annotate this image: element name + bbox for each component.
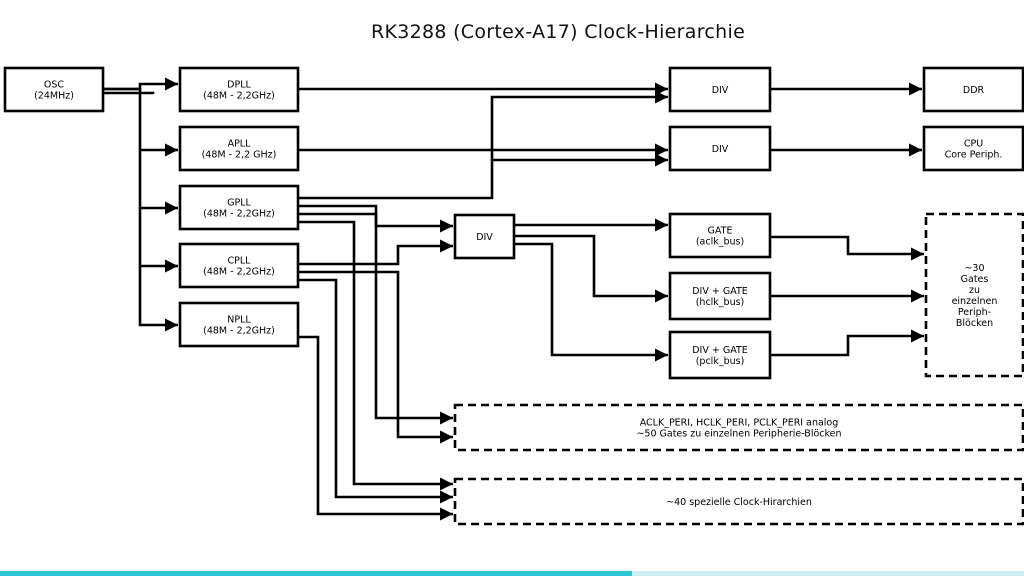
- node-gates30-label: Gates: [961, 274, 989, 285]
- node-gate-hclk-label: (hclk_bus): [696, 297, 745, 308]
- node-dpll-label: (48M - 2,2GHz): [203, 91, 275, 102]
- wire-osc-cpll: [138, 208, 178, 273]
- node-div-cpu-box: [668, 125, 772, 172]
- connections: [103, 77, 924, 521]
- node-gpll-box: [178, 184, 300, 231]
- wire-osc-pll-trunk-2: [103, 91, 155, 95]
- node-special: ~40 spezielle Clock-Hirarchien: [453, 477, 1024, 526]
- node-gate-aclk: GATE(aclk_bus): [668, 212, 772, 259]
- node-gate-pclk-label: (pclk_bus): [696, 356, 745, 367]
- node-gate-hclk-label: DIV + GATE: [692, 286, 748, 297]
- node-div-cpu-label: DIV: [712, 144, 729, 155]
- node-osc-box: [3, 66, 105, 113]
- node-apll-label: (48M - 2,2 GHz): [202, 150, 277, 161]
- node-gate-pclk-box: [668, 330, 772, 380]
- node-npll: NPLL(48M - 2,2GHz): [178, 301, 300, 348]
- node-gate-pclk: DIV + GATE(pclk_bus): [668, 330, 772, 380]
- node-gate-aclk-label: GATE: [708, 226, 733, 237]
- node-apll-label: APLL: [228, 139, 252, 150]
- node-gates30-label: Blöcken: [956, 318, 993, 329]
- node-ddr-box: [922, 66, 1024, 113]
- node-dpll-box: [178, 66, 300, 113]
- wire-gpll-div-ddr: [298, 90, 668, 200]
- node-gpll-label: GPLL: [227, 198, 251, 209]
- wire-osc-apll: [103, 87, 178, 157]
- node-ddr: DDR: [922, 66, 1024, 113]
- wire-pclk-gates30: [770, 329, 924, 357]
- clock-blocks: OSC(24MHz)DPLL(48M - 2,2GHz)APLL(48M - 2…: [3, 66, 1024, 526]
- video-progress-bar[interactable]: [0, 571, 1024, 576]
- node-special-label: ~40 spezielle Clock-Hirarchien: [666, 497, 812, 508]
- node-gates30-label: zu: [969, 285, 980, 296]
- wire-cpll-special: [298, 278, 453, 504]
- node-gpll: GPLL(48M - 2,2GHz): [178, 184, 300, 231]
- node-ddr-label: DDR: [963, 85, 985, 96]
- node-npll-box: [178, 301, 300, 348]
- node-gate-pclk-label: DIV + GATE: [692, 345, 748, 356]
- node-div-ddr-box: [668, 66, 772, 113]
- wire-div-gate-pclk: [514, 242, 668, 362]
- video-progress-fill: [0, 571, 632, 576]
- node-cpu-label: CPU: [964, 139, 983, 150]
- wire-cpll-peri: [298, 270, 453, 444]
- wire-npll-special: [298, 335, 453, 521]
- node-gates30-box: [924, 212, 1024, 378]
- node-peri-label: ACLK_PERI, HCLK_PERI, PCLK_PERI analog: [640, 418, 839, 429]
- node-cpu-box: [922, 125, 1024, 172]
- node-npll-label: NPLL: [227, 315, 251, 326]
- node-gate-aclk-label: (aclk_bus): [696, 237, 744, 248]
- node-gate-hclk: DIV + GATE(hclk_bus): [668, 271, 772, 321]
- node-peri-box: [453, 403, 1024, 452]
- node-peri: ACLK_PERI, HCLK_PERI, PCLK_PERI analog~5…: [453, 403, 1024, 452]
- diagram-title: RK3288 (Cortex-A17) Clock-Hierarchie: [371, 21, 745, 43]
- wire-gpll-special: [298, 220, 453, 491]
- wire-cpll-div-mid: [298, 239, 453, 266]
- node-div-ddr: DIV: [668, 66, 772, 113]
- node-gate-aclk-box: [668, 212, 772, 259]
- wire-gpll-peri: [298, 212, 453, 425]
- node-osc-label: (24MHz): [34, 91, 74, 102]
- node-gpll-label: (48M - 2,2GHz): [203, 209, 275, 220]
- node-special-box: [453, 477, 1024, 526]
- node-div-cpu: DIV: [668, 125, 772, 172]
- node-div-mid-box: [453, 213, 516, 260]
- node-gates30-label: einzelnen: [952, 296, 998, 307]
- wire-div-gate-hclk: [514, 234, 668, 303]
- wire-osc-npll: [138, 266, 178, 332]
- node-peri-label: ~50 Gates zu einzelnen Peripherie-Blöcke…: [636, 429, 841, 440]
- node-cpll: CPLL(48M - 2,2GHz): [178, 242, 300, 289]
- node-osc-label: OSC: [44, 80, 65, 91]
- node-cpll-label: (48M - 2,2GHz): [203, 267, 275, 278]
- node-dpll: DPLL(48M - 2,2GHz): [178, 66, 300, 113]
- node-gate-hclk-box: [668, 271, 772, 321]
- node-gates30-label: Periph-: [958, 307, 991, 318]
- node-apll: APLL(48M - 2,2 GHz): [178, 125, 300, 172]
- node-npll-label: (48M - 2,2GHz): [203, 326, 275, 337]
- node-div-mid: DIV: [453, 213, 516, 260]
- node-cpll-box: [178, 242, 300, 289]
- node-div-ddr-label: DIV: [712, 85, 729, 96]
- node-div-mid-label: DIV: [476, 232, 493, 243]
- node-cpll-label: CPLL: [228, 256, 252, 267]
- node-dpll-label: DPLL: [227, 80, 251, 91]
- wire-osc-gpll: [138, 150, 178, 215]
- node-gates30-label: ~30: [964, 263, 984, 274]
- node-osc: OSC(24MHz): [3, 66, 105, 113]
- node-cpu-label: Core Periph.: [945, 150, 1003, 161]
- wire-aclk-gates30: [770, 235, 924, 261]
- node-apll-box: [178, 125, 300, 172]
